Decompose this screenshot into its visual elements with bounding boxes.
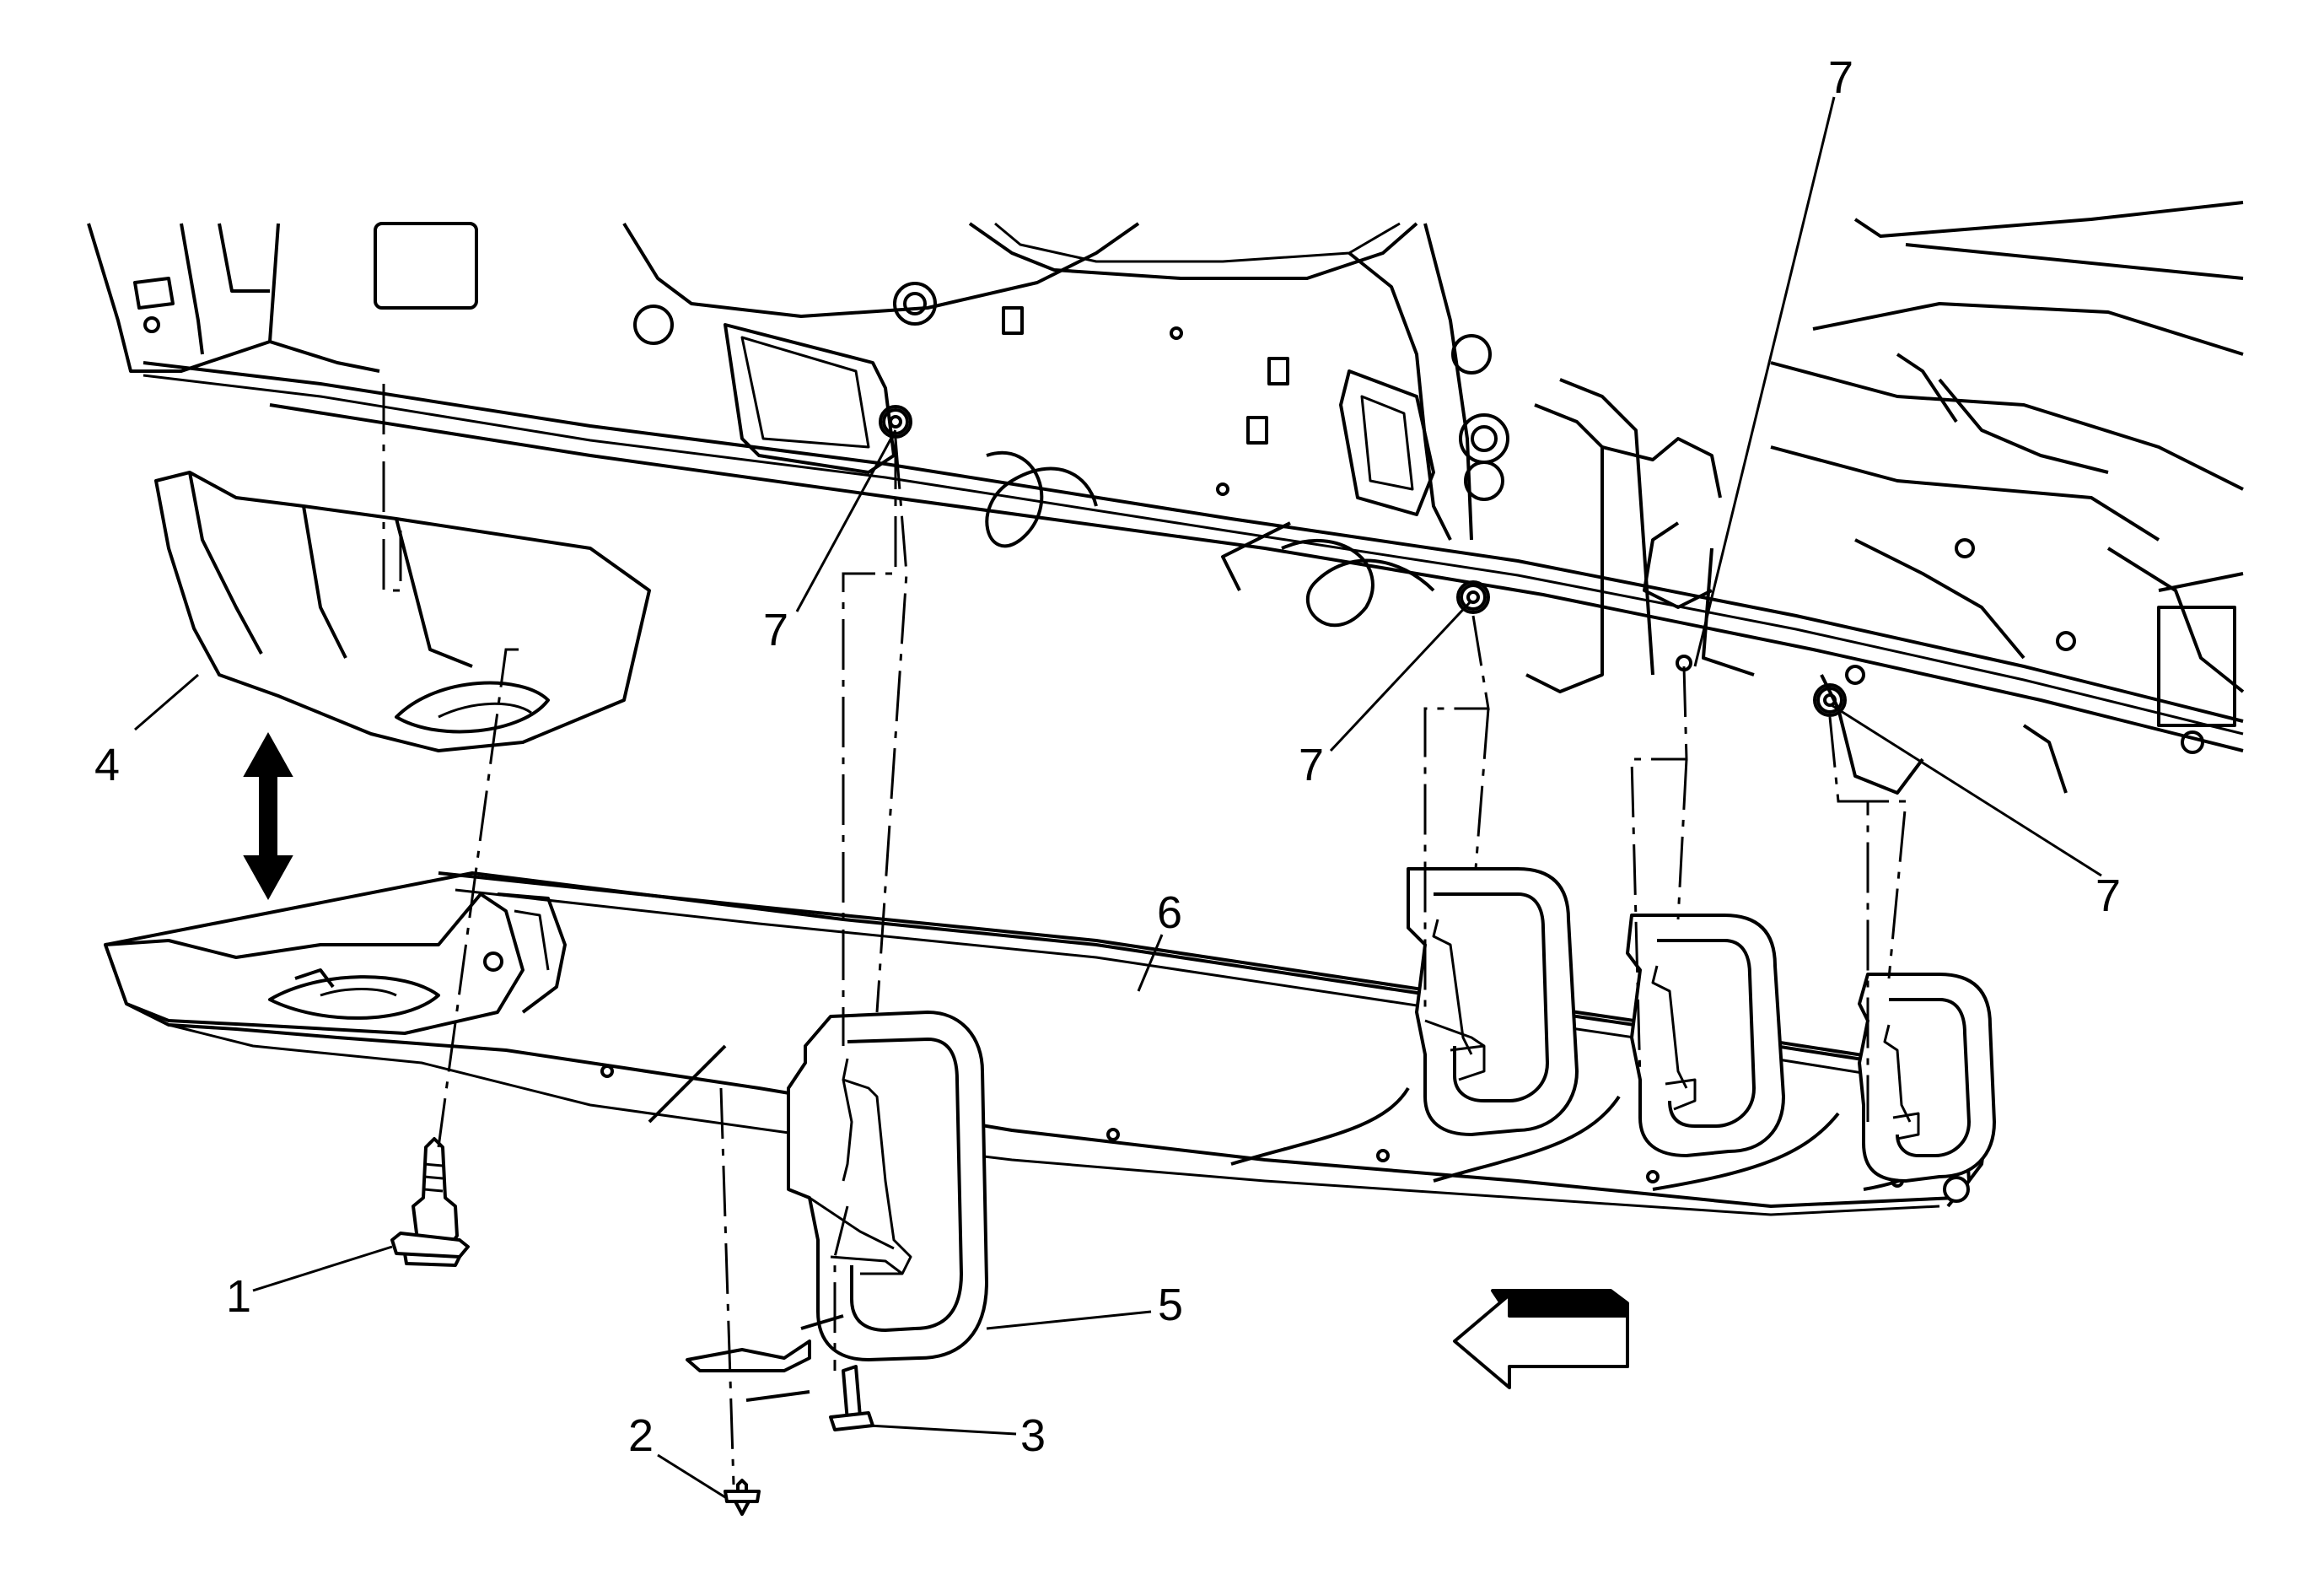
- mounting-bracket: [1407, 867, 1579, 1136]
- small-clip-bracket: [686, 1314, 844, 1402]
- mount-hole: [882, 408, 909, 435]
- callout-label-2: 2: [628, 1410, 654, 1461]
- alignment-lines: [382, 384, 1907, 1485]
- callout-label-4: 4: [94, 740, 120, 790]
- leader-lines: [134, 96, 2102, 1499]
- leader-line-7b: [1693, 96, 1836, 667]
- mounting-bracket: [1626, 914, 1785, 1157]
- mount-hole-center: [1466, 590, 1480, 604]
- leader-line-7c: [1329, 599, 1473, 752]
- leader-line-4: [134, 673, 199, 731]
- mount-hole-center: [1823, 693, 1837, 707]
- bolt-item-3: [829, 1365, 874, 1431]
- up-down-arrow-icon: [243, 731, 293, 901]
- leader-line-2: [657, 1453, 726, 1499]
- callout-label-7a: 7: [763, 605, 788, 655]
- front-mounting-bracket: [787, 1011, 988, 1361]
- mount-hole: [1460, 584, 1487, 611]
- callout-label-3: 3: [1020, 1410, 1046, 1461]
- mount-hole-group: [882, 408, 1843, 714]
- leader-line-1: [252, 1245, 393, 1292]
- mount-hole-center: [889, 415, 902, 429]
- callout-label-7c: 7: [1299, 740, 1324, 790]
- callout-label-6: 6: [1157, 887, 1182, 938]
- left-arrow-icon: [1453, 1289, 1629, 1389]
- callout-label-1: 1: [226, 1271, 251, 1322]
- leader-line-6: [1137, 934, 1164, 992]
- mounting-bracket-group: [1407, 867, 1996, 1183]
- callout-label-5: 5: [1158, 1280, 1183, 1330]
- callout-label-7b: 7: [1828, 52, 1853, 103]
- pin-item-2: [724, 1479, 761, 1516]
- leader-line-5: [986, 1310, 1152, 1330]
- callout-label-7d: 7: [2095, 871, 2121, 921]
- leader-line-7a: [795, 429, 897, 612]
- callout-labels: 4 1 2 3 5 6 7 7 7 7: [94, 52, 2121, 1461]
- mounting-bracket: [1858, 973, 1996, 1183]
- bolt-item-1: [390, 1137, 470, 1267]
- leader-line-3: [868, 1424, 1017, 1436]
- leader-line-7d: [1831, 703, 2102, 877]
- fastener-group: [390, 405, 1847, 1516]
- vehicle-body: [87, 201, 2245, 795]
- mount-hole: [1816, 687, 1843, 714]
- end-cap-upper: [154, 471, 651, 752]
